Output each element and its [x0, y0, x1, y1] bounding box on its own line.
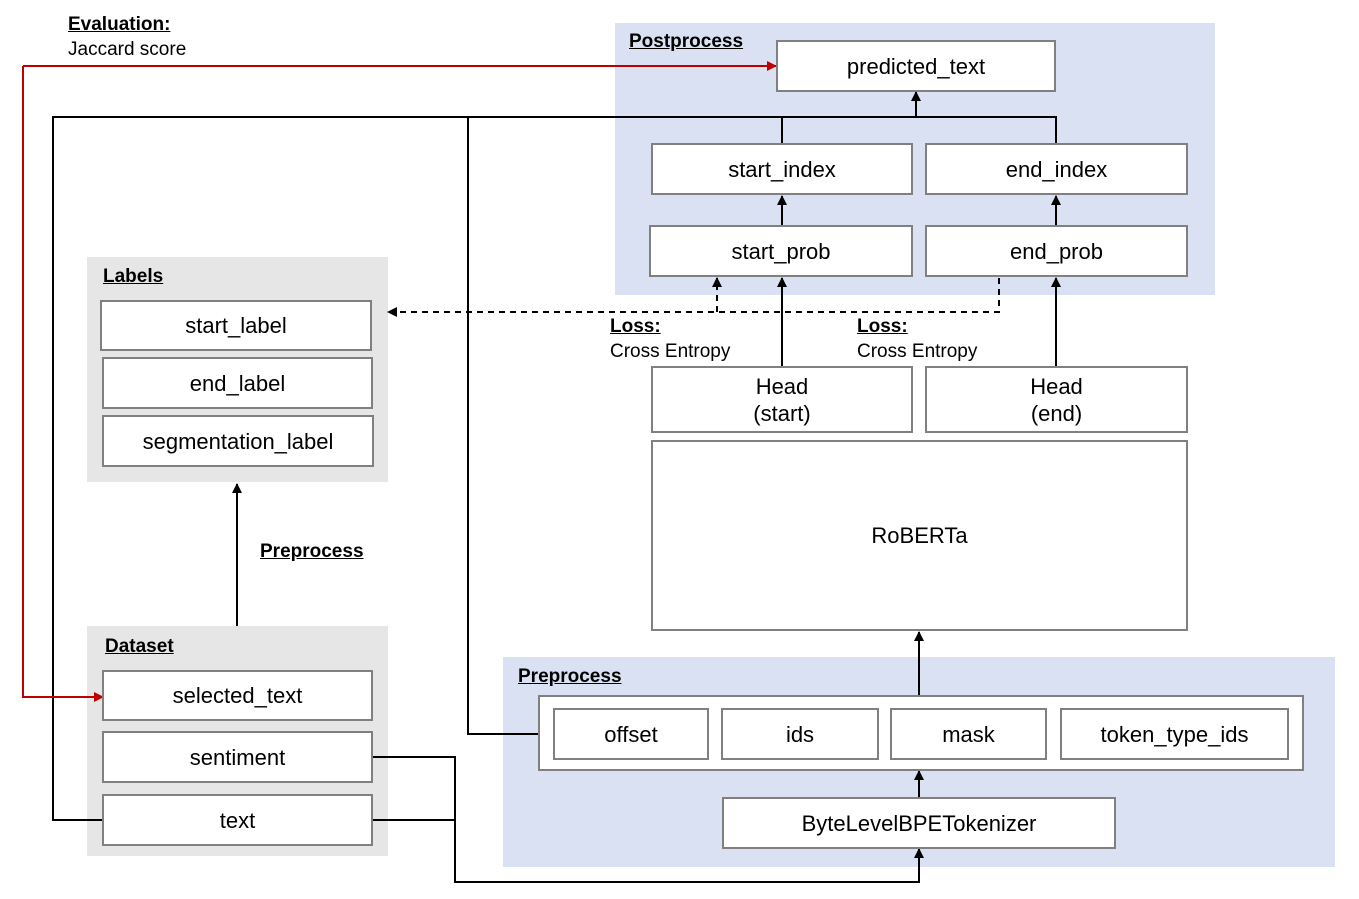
roberta-box: RoBERTa	[651, 440, 1188, 631]
evaluation-subtitle: Jaccard score	[68, 39, 187, 60]
start-label-box: start_label	[100, 300, 372, 351]
labels-title: Labels	[103, 266, 164, 287]
loss-start-title: Loss:	[610, 316, 661, 337]
predicted-text-box: predicted_text	[776, 40, 1056, 92]
label-preprocess-title: Preprocess	[260, 541, 364, 562]
index-merge-line	[781, 116, 1057, 145]
end-prob-box: end_prob	[925, 225, 1188, 277]
ids-box: ids	[721, 708, 879, 760]
preprocess-title: Preprocess	[518, 666, 622, 687]
evaluation-title: Evaluation:	[68, 14, 171, 35]
head-start-box: Head (start)	[651, 366, 913, 433]
loss-start-subtitle: Cross Entropy	[610, 341, 731, 362]
start-prob-box: start_prob	[649, 225, 913, 277]
head-end-box: Head (end)	[925, 366, 1188, 433]
tokenizer-box: ByteLevelBPETokenizer	[722, 797, 1116, 849]
mask-box: mask	[890, 708, 1047, 760]
loss-end-subtitle: Cross Entropy	[857, 341, 978, 362]
postprocess-title: Postprocess	[629, 31, 744, 52]
start-index-box: start_index	[651, 143, 913, 195]
end-label-box: end_label	[102, 357, 373, 409]
dataset-title: Dataset	[105, 636, 174, 657]
selected-text-box: selected_text	[102, 670, 373, 721]
token-type-ids-box: token_type_ids	[1060, 708, 1289, 760]
segmentation-label-box: segmentation_label	[102, 415, 374, 467]
loss-start-note: Loss: Cross Entropy	[610, 314, 730, 364]
loss-end-title: Loss:	[857, 316, 908, 337]
evaluation-to-selected-arrow	[22, 66, 104, 702]
evaluation-note: Evaluation: Jaccard score	[68, 12, 186, 62]
end-index-box: end_index	[925, 143, 1188, 195]
offset-box: offset	[553, 708, 709, 760]
sentiment-box: sentiment	[102, 731, 373, 783]
sentiment-to-tokenizer-line	[372, 756, 924, 883]
text-to-predicted-line	[52, 116, 916, 821]
loss-dashed-line	[387, 278, 1000, 317]
offset-to-predicted-line	[467, 117, 555, 735]
text-box: text	[102, 794, 373, 846]
loss-end-note: Loss: Cross Entropy	[857, 314, 977, 364]
